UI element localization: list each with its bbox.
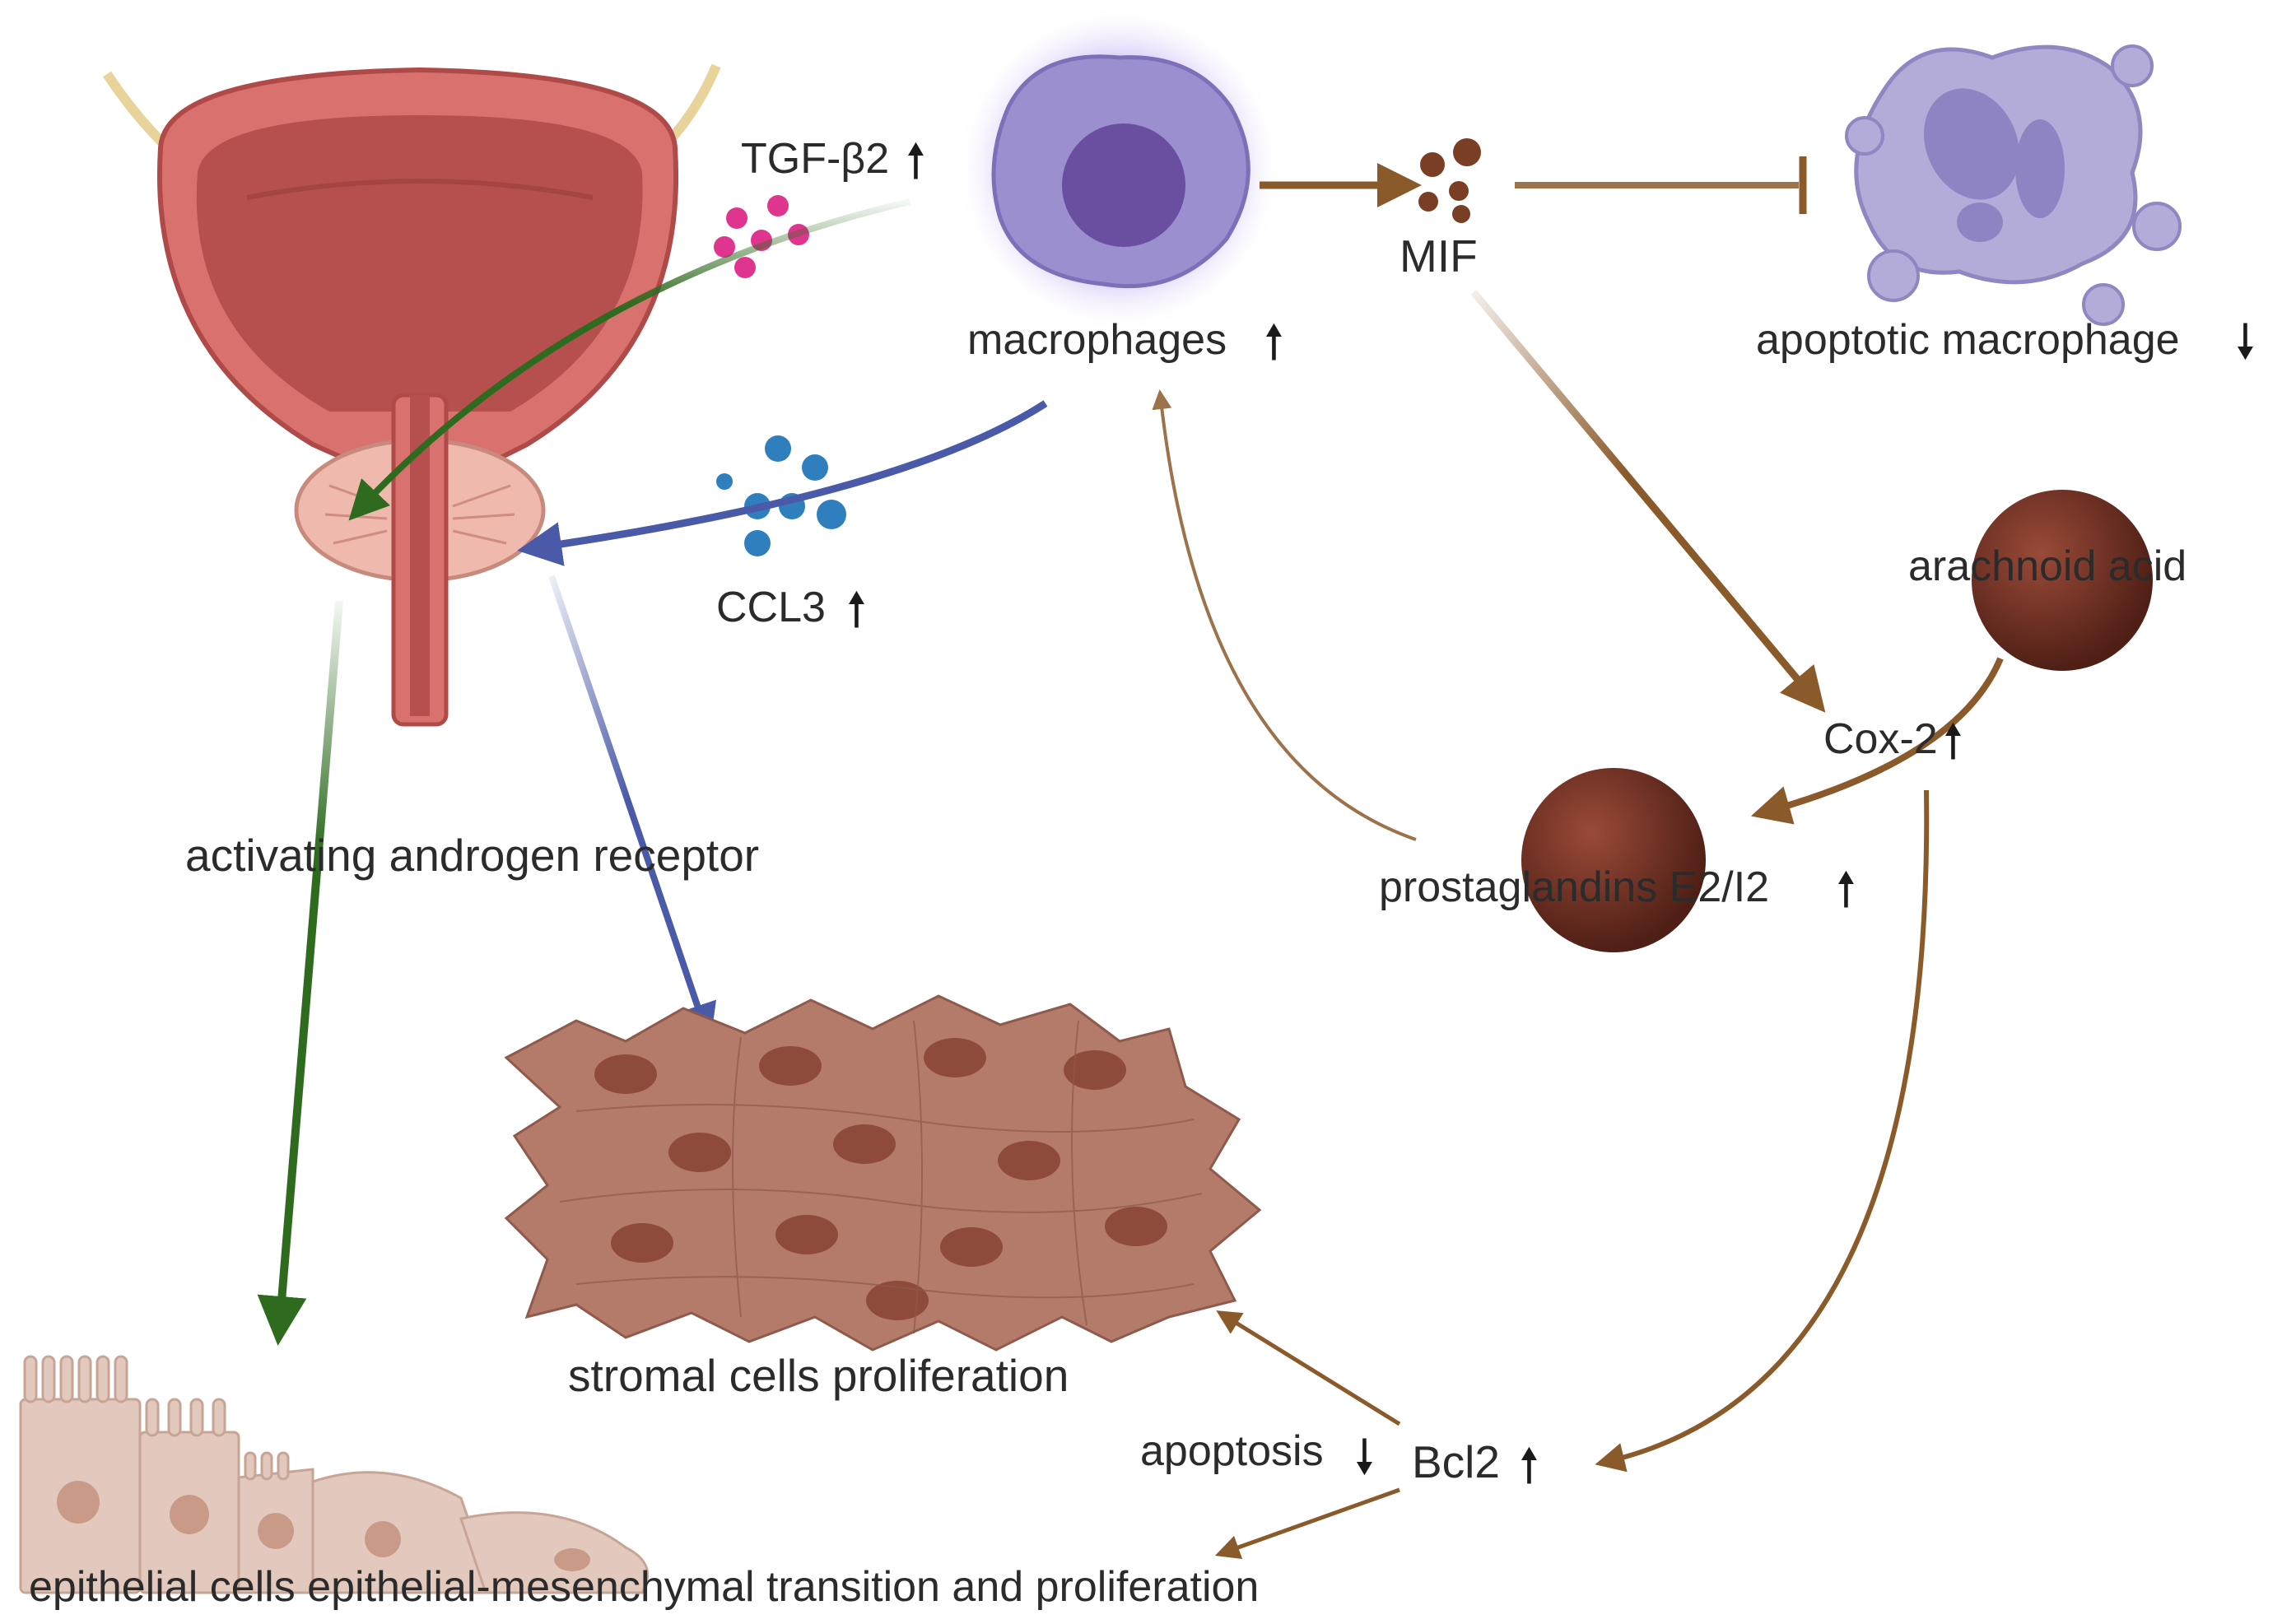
apoptotic-macrophage-cell — [1845, 44, 2182, 326]
bcl2-to-epithelial-arrow — [1214, 1487, 1400, 1560]
label-tgf-b2: TGF-β2 — [741, 135, 889, 183]
up-arrow-prostaglandins: 🠕 — [1836, 861, 1856, 917]
bladder-fold — [246, 179, 594, 200]
cox2-to-prostaglandins-arrow — [1750, 657, 2004, 825]
cox2-to-bcl2-arrow — [1595, 789, 1930, 1473]
up-arrow-cox2: 🠕 — [1943, 713, 1963, 769]
macrophage-nucleus — [1062, 123, 1185, 247]
bladder-prostate-illustration — [103, 63, 721, 727]
label-ccl3: CCL3 — [716, 584, 826, 631]
label-stromal-proliferation: stromal cells proliferation — [568, 1350, 1069, 1401]
ar-to-epithelial-arrow — [257, 600, 343, 1346]
mif-dots — [1418, 138, 1481, 223]
up-arrow-tgf: 🠕 — [906, 133, 926, 188]
bcl2-to-stromal-arrow — [1216, 1310, 1401, 1426]
label-bcl2: Bcl2 — [1412, 1436, 1500, 1487]
up-arrow-bcl2: 🠕 — [1519, 1437, 1539, 1493]
label-prostaglandins: prostaglandins E2/I2 — [1379, 863, 1769, 911]
epithelial-cell-row — [19, 1355, 650, 1594]
prostaglandins-to-macrophage-arrow — [1152, 389, 1417, 841]
up-arrow-ccl3: 🠕 — [846, 581, 867, 637]
label-arachnoid-acid: arachnoid acid — [1908, 542, 2187, 590]
label-apoptotic-macrophage: apoptotic macrophage — [1756, 316, 2180, 364]
arachnoid-acid-sphere — [1972, 490, 2153, 671]
tgf-to-prostate-arrow — [348, 198, 910, 521]
label-mif: MIF — [1399, 230, 1478, 282]
mif-to-cox2-arrow — [1470, 290, 1826, 713]
label-apoptosis: apoptosis — [1140, 1427, 1324, 1475]
label-cox2: Cox-2 — [1823, 715, 1938, 763]
macrophage-cell — [955, 4, 1284, 333]
prostaglandins-sphere — [1521, 768, 1706, 952]
up-arrow-macrophages: 🠕 — [1264, 314, 1284, 370]
prostate-to-stromal-arrow — [548, 575, 717, 1044]
ccl3-dots — [716, 435, 846, 556]
label-epithelial: epithelial cells epithelial-mesenchymal … — [29, 1563, 1259, 1611]
down-arrow-apoptotic: 🠗 — [2235, 314, 2256, 370]
label-macrophages: macrophages — [967, 316, 1227, 364]
label-activating-androgen-receptor: activating androgen receptor — [185, 830, 759, 881]
stromal-cell-network — [504, 994, 1262, 1352]
down-arrow-apoptosis: 🠗 — [1354, 1429, 1375, 1485]
ccl3-to-prostate-arrow — [517, 400, 1048, 566]
